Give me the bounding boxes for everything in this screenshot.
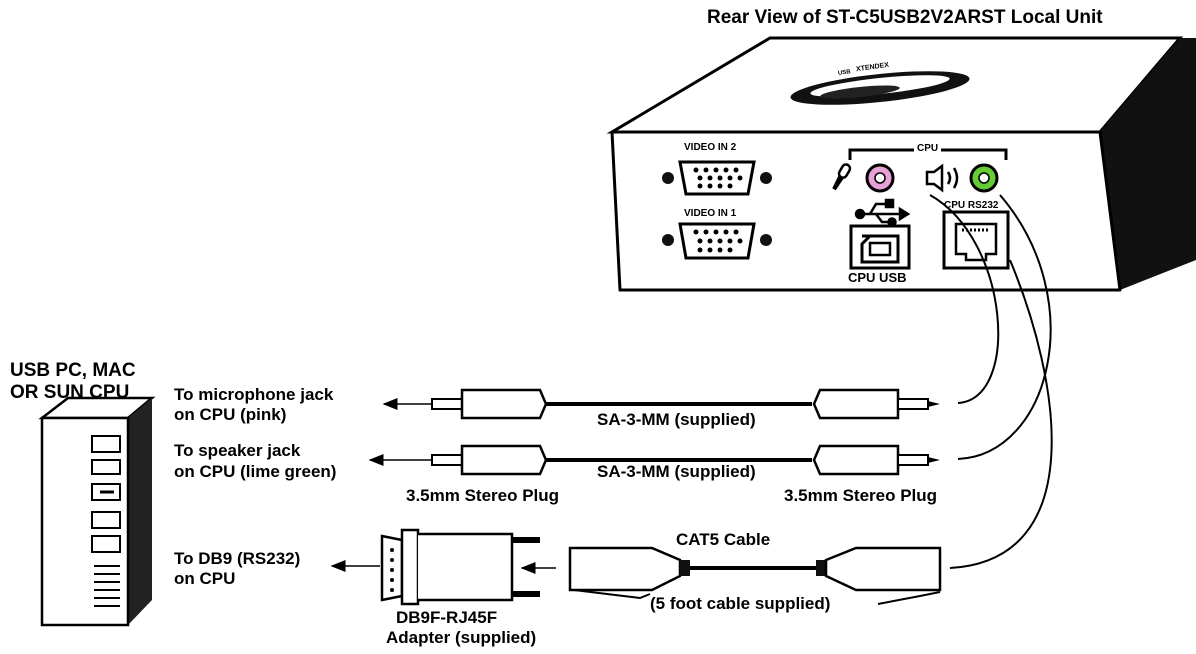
plug-label-left: 3.5mm Stereo Plug: [406, 486, 560, 505]
diagram-title: Rear View of ST-C5USB2V2ARST Local Unit: [707, 7, 1103, 28]
db9-adapter: [330, 528, 556, 606]
adapter-label-line1: DB9F-RJ45F: [396, 608, 498, 627]
cpu-rs232-port: [942, 210, 1010, 270]
plug-label-right: 3.5mm Stereo Plug: [784, 486, 938, 505]
cpu-usb-label: CPU USB: [848, 270, 907, 285]
video-in-2-port: [662, 160, 772, 196]
db9-destination-line1: To DB9 (RS232): [174, 549, 301, 568]
cat5-cable: [568, 259, 1053, 605]
video-in-1-label: VIDEO IN 1: [684, 208, 737, 219]
cpu-group-label: CPU: [914, 143, 942, 154]
mic-destination-line2: on CPU (pink): [174, 405, 287, 424]
mic-destination-line1: To microphone jack: [174, 385, 334, 404]
computer-label-line1: USB PC, MAC: [10, 360, 136, 381]
cat5-cable-label: CAT5 Cable: [676, 530, 771, 549]
speaker-jack: [969, 163, 999, 193]
microphone-icon: [832, 163, 852, 191]
video-in-1-port: [662, 222, 772, 260]
speaker-destination-line2: on CPU (lime green): [174, 462, 337, 481]
microphone-jack: [865, 163, 895, 193]
computer-tower: [38, 396, 156, 627]
adapter-label-line2: Adapter (supplied): [386, 628, 537, 647]
audio-cable-speaker: [368, 194, 1052, 476]
speaker-icon: [925, 163, 959, 193]
cat5-cable-note: (5 foot cable supplied): [650, 594, 831, 613]
audio-cable-2-label: SA-3-MM (supplied): [597, 462, 756, 481]
cpu-usb-port: [849, 224, 911, 270]
usb-icon: [854, 198, 911, 227]
video-in-2-label: VIDEO IN 2: [684, 142, 737, 153]
speaker-destination-line1: To speaker jack: [174, 441, 301, 460]
audio-cable-mic: [382, 194, 1000, 420]
cpu-rs232-label: CPU RS232: [944, 200, 999, 211]
audio-cable-1-label: SA-3-MM (supplied): [597, 410, 756, 429]
db9-destination-line2: on CPU: [174, 569, 236, 588]
computer-label-line2: OR SUN CPU: [10, 382, 130, 403]
